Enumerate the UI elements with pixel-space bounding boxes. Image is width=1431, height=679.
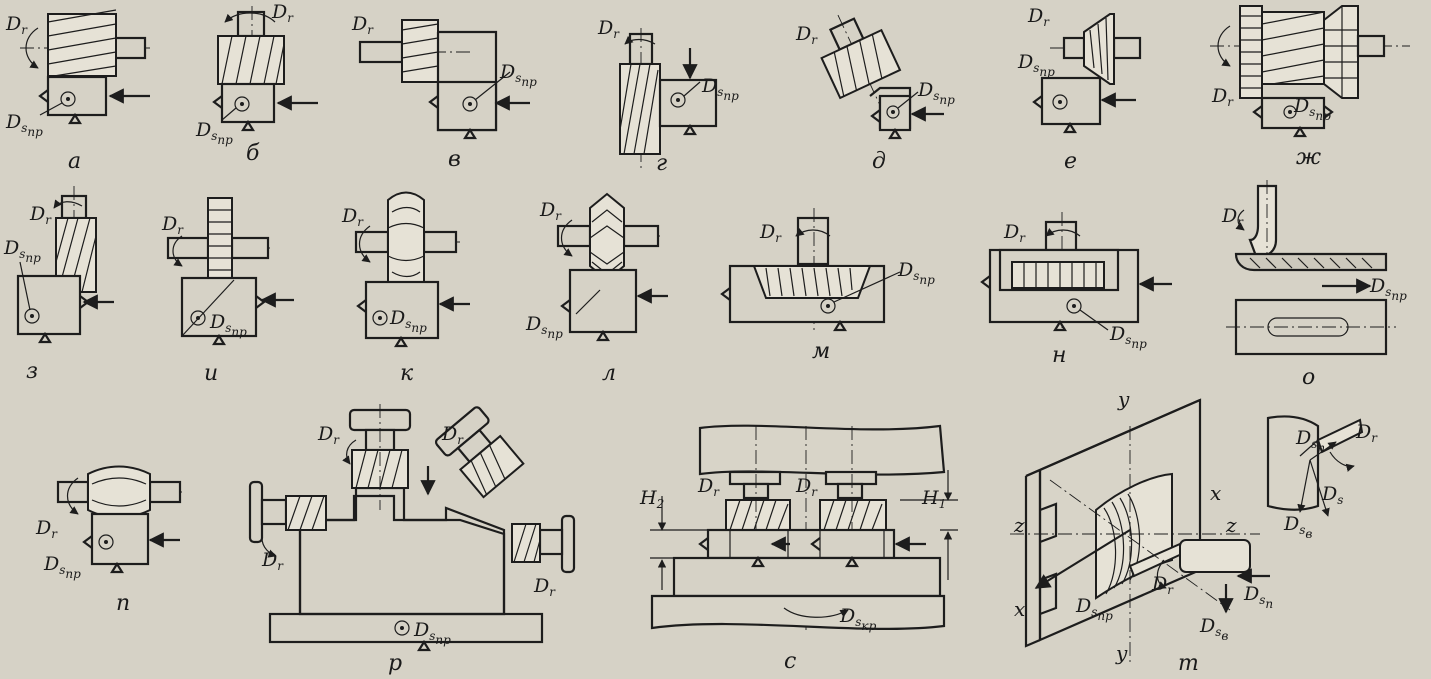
svg-text:н: н — [1052, 343, 1067, 368]
svg-text:п: п — [116, 591, 130, 616]
svg-text:Dsпр: Dsпр — [5, 111, 43, 139]
svg-text:Dsпр: Dsпр — [389, 307, 427, 335]
svg-text:Dr: Dr — [795, 23, 818, 47]
svg-text:м: м — [812, 339, 830, 364]
panel-z — [16, 186, 114, 344]
svg-text:Dsпр: Dsпр — [897, 259, 935, 287]
panel-v — [358, 19, 530, 140]
panel-p — [56, 465, 182, 574]
svg-text:y: y — [1117, 387, 1130, 411]
panel-e — [1032, 13, 1142, 134]
svg-text:г: г — [656, 151, 667, 176]
svg-text:Dr: Dr — [271, 1, 294, 25]
svg-text:Ds: Ds — [1321, 483, 1343, 507]
panel-g — [619, 28, 718, 168]
svg-text:Dsпр: Dsпр — [1109, 323, 1147, 351]
panel-r — [248, 404, 576, 652]
svg-text:Dr: Dr — [1221, 205, 1244, 229]
panel-d — [820, 14, 944, 140]
svg-text:Dsпр: Dsпр — [209, 311, 247, 339]
panel-l — [556, 192, 668, 342]
panel-s — [650, 424, 958, 631]
svg-text:е: е — [1064, 149, 1077, 174]
svg-text:и: и — [204, 361, 218, 386]
svg-text:Dr: Dr — [1003, 221, 1026, 245]
svg-text:Dr: Dr — [35, 517, 58, 541]
svg-text:x: x — [1014, 597, 1025, 621]
svg-text:Dsпр: Dsпр — [1017, 51, 1055, 79]
svg-text:Dr: Dr — [539, 199, 562, 223]
svg-text:Dsпр: Dsпр — [195, 119, 233, 147]
svg-text:Dr: Dr — [5, 13, 28, 37]
svg-text:Dsпр: Dsпр — [499, 61, 537, 89]
svg-text:Dr: Dr — [1151, 573, 1174, 597]
svg-text:б: б — [246, 141, 260, 166]
svg-text:Dr: Dr — [1027, 5, 1050, 29]
svg-text:x: x — [1210, 481, 1221, 505]
panel-b — [212, 6, 318, 132]
panel-zh — [1210, 5, 1410, 138]
svg-text:з: з — [26, 359, 38, 384]
svg-text:Dsкр: Dsкр — [839, 605, 877, 633]
svg-text:Dr: Dr — [759, 221, 782, 245]
svg-text:Dr: Dr — [261, 549, 284, 573]
labels: Dr Dsпр а Dr Dsпр б Dr Dsпр в Dr Dsпр г … — [3, 1, 1407, 676]
svg-text:ж: ж — [1296, 145, 1321, 170]
svg-text:а: а — [68, 149, 81, 174]
svg-text:Dr: Dr — [341, 205, 364, 229]
svg-text:Dr: Dr — [1355, 421, 1378, 445]
panel-k — [354, 191, 470, 348]
svg-text:Dsп: Dsп — [1295, 427, 1325, 455]
svg-text:т: т — [1178, 651, 1199, 676]
panel-n — [980, 212, 1172, 332]
svg-text:Dsп: Dsп — [1243, 583, 1273, 611]
svg-text:Dsпр: Dsпр — [701, 75, 739, 103]
panel-m — [720, 208, 901, 332]
svg-text:Dr: Dr — [351, 13, 374, 37]
svg-text:д: д — [872, 149, 886, 174]
svg-text:Dr: Dr — [597, 17, 620, 41]
panel-i — [166, 197, 294, 346]
svg-text:Dr: Dr — [533, 575, 556, 599]
svg-text:z: z — [1013, 513, 1025, 537]
panel-t — [1010, 398, 1270, 666]
svg-text:y: y — [1115, 641, 1128, 665]
svg-text:Dsпр: Dsпр — [525, 313, 563, 341]
svg-text:Dsв: Dsв — [1283, 513, 1312, 541]
svg-text:Dsпр: Dsпр — [1369, 275, 1407, 303]
svg-text:к: к — [400, 361, 414, 386]
svg-text:Dsпр: Dsпр — [917, 79, 955, 107]
svg-text:Dr: Dr — [1211, 85, 1234, 109]
svg-text:Dr: Dr — [795, 475, 818, 499]
svg-text:р: р — [388, 651, 402, 676]
svg-text:Dr: Dr — [317, 423, 340, 447]
svg-text:Dr: Dr — [161, 213, 184, 237]
svg-text:Dsв: Dsв — [1199, 615, 1228, 643]
svg-text:H2: H2 — [639, 487, 664, 511]
panel-o — [1226, 180, 1396, 356]
panel-a — [20, 9, 150, 125]
svg-text:Dr: Dr — [29, 203, 52, 227]
svg-text:л: л — [602, 361, 616, 386]
svg-text:Dr: Dr — [697, 475, 720, 499]
svg-text:Dsпр: Dsпр — [3, 237, 41, 265]
svg-text:Dr: Dr — [441, 423, 464, 447]
svg-text:Dsпр: Dsпр — [1293, 95, 1331, 123]
svg-text:Dsпр: Dsпр — [1075, 595, 1113, 623]
svg-text:с: с — [784, 649, 796, 674]
svg-text:z: z — [1225, 513, 1237, 537]
svg-text:H1: H1 — [921, 487, 946, 511]
svg-text:Dsпр: Dsпр — [43, 553, 81, 581]
svg-text:о: о — [1302, 365, 1315, 390]
svg-text:Dsпр: Dsпр — [413, 619, 451, 647]
svg-text:в: в — [448, 147, 461, 172]
feed-components-detail — [1266, 415, 1364, 517]
